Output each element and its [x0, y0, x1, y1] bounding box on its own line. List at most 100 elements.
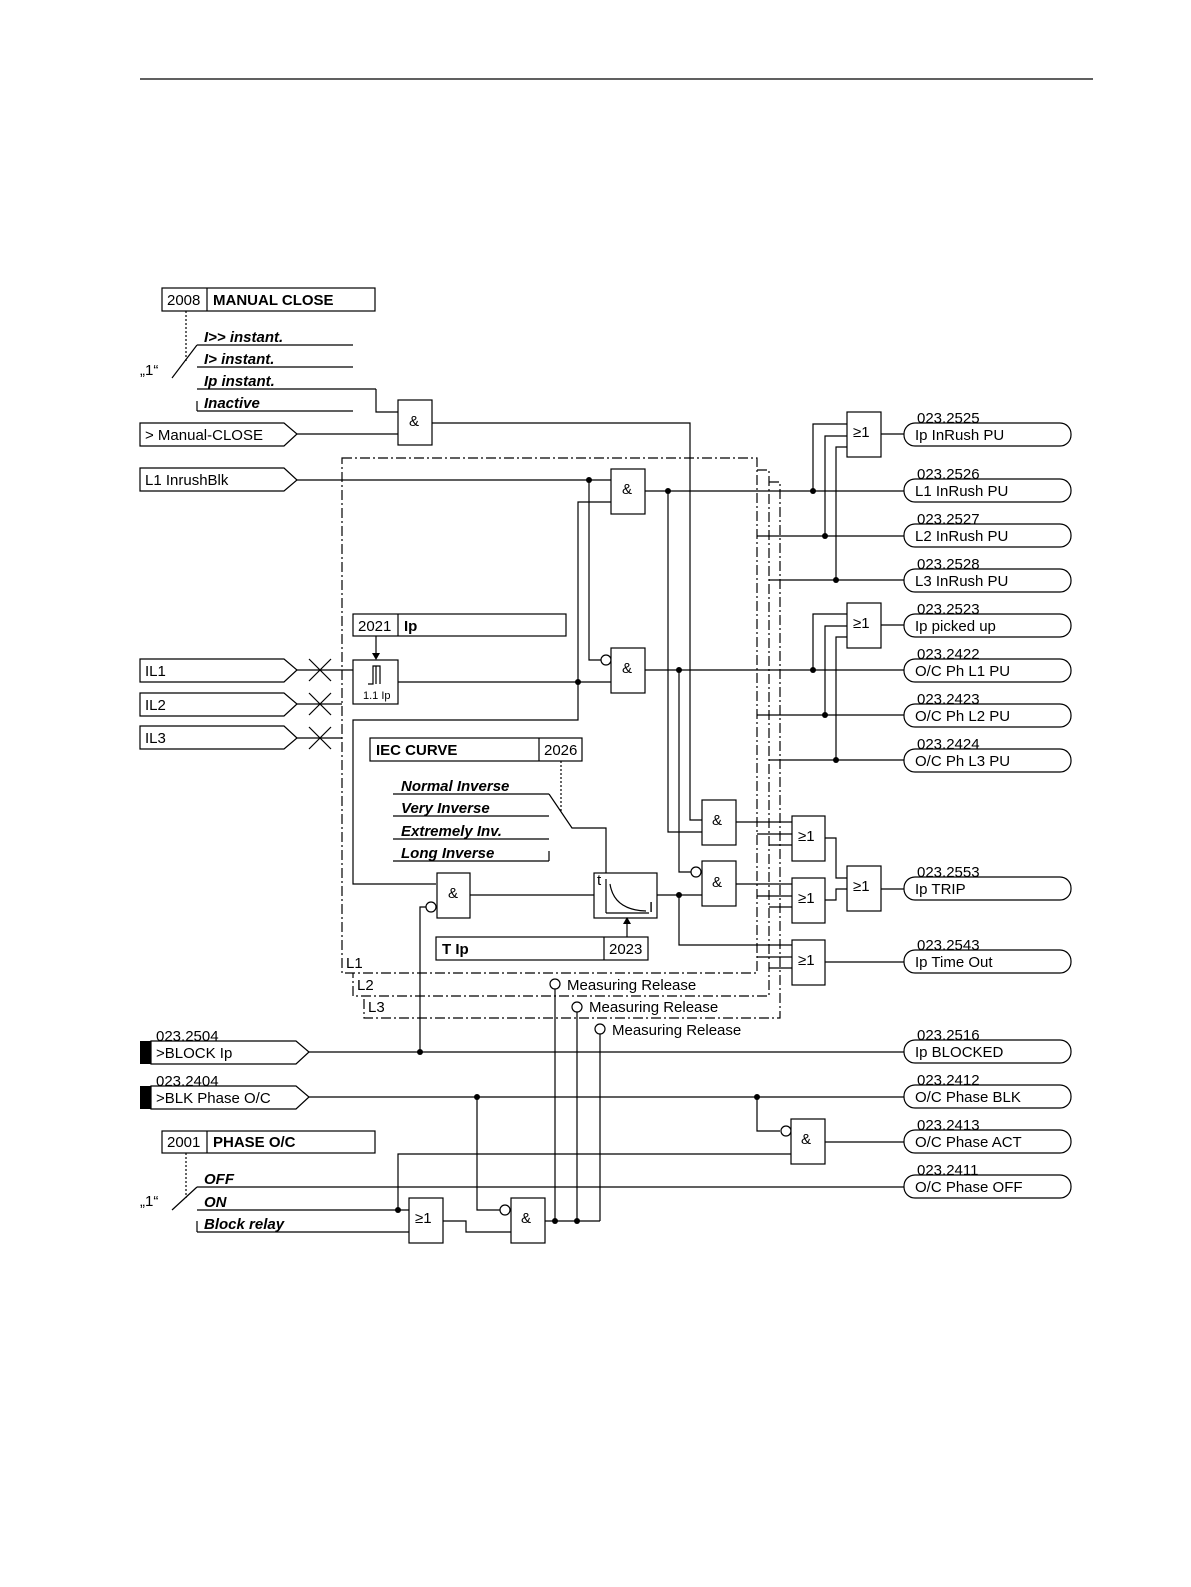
output-l3-inrush-pu: 023.2528 L3 InRush PU — [903, 556, 1072, 593]
svg-text:&: & — [712, 874, 722, 891]
svg-text:I: I — [649, 899, 653, 916]
svg-text:O/C Ph L2 PU: O/C Ph L2 PU — [915, 708, 1010, 725]
svg-text:L1 InrushBlk: L1 InrushBlk — [145, 472, 229, 489]
svg-text:L1 InRush PU: L1 InRush PU — [915, 483, 1008, 500]
input-blk-phase: >BLK Phase O/C — [140, 1085, 310, 1110]
default-marker: „1“ — [140, 362, 158, 379]
curve-option-1: Normal Inverse — [401, 778, 509, 795]
svg-text:>BLK Phase O/C: >BLK Phase O/C — [156, 1090, 271, 1107]
phase-option-off: OFF — [204, 1171, 235, 1188]
svg-text:≥1: ≥1 — [415, 1210, 432, 1227]
setting-manual-close: 2008 MANUAL CLOSE „1“ I>> instant. I> in… — [140, 287, 376, 412]
phase-label-l1: L1 — [346, 955, 363, 972]
setting-ip: 2021 Ip — [352, 613, 567, 637]
svg-text:O/C Phase BLK: O/C Phase BLK — [915, 1089, 1021, 1106]
svg-text:2021: 2021 — [358, 618, 391, 635]
svg-text:&: & — [622, 660, 632, 677]
option-1: I>> instant. — [204, 329, 283, 346]
output-ip-blocked: 023.2516 Ip BLOCKED — [903, 1027, 1072, 1064]
svg-text:„1“: „1“ — [140, 1193, 158, 1210]
svg-text:&: & — [712, 812, 722, 829]
or-gate-picked-up: ≥1 — [846, 602, 882, 649]
and-gate-phase-act: & — [790, 1118, 826, 1165]
svg-text:Ip TRIP: Ip TRIP — [915, 881, 966, 898]
svg-text:≥1: ≥1 — [853, 424, 870, 441]
phase-label-l2: L2 — [357, 977, 374, 994]
svg-text:Ip Time Out: Ip Time Out — [915, 954, 993, 971]
svg-text:L3 InRush PU: L3 InRush PU — [915, 573, 1008, 590]
svg-text:≥1: ≥1 — [853, 615, 870, 632]
phase-label-l3: L3 — [368, 999, 385, 1016]
option-3: Ip instant. — [204, 373, 275, 390]
svg-text:>BLOCK Ip: >BLOCK Ip — [156, 1045, 232, 1062]
option-4: Inactive — [204, 395, 260, 412]
svg-text:O/C Ph L3 PU: O/C Ph L3 PU — [915, 753, 1010, 770]
output-ip-trip: 023.2553 Ip TRIP — [903, 864, 1072, 901]
svg-text:PHASE O/C: PHASE O/C — [213, 1134, 296, 1151]
or-gate-trip-b: ≥1 — [791, 877, 826, 924]
cross-marks — [308, 658, 332, 750]
svg-text:1.1 Ip: 1.1 Ip — [363, 690, 391, 702]
svg-text:Ip InRush PU: Ip InRush PU — [915, 427, 1004, 444]
svg-text:2023: 2023 — [609, 941, 642, 958]
svg-text:IL3: IL3 — [145, 730, 166, 747]
svg-text:T Ip: T Ip — [442, 941, 469, 958]
threshold-element: 1.1 Ip — [352, 659, 399, 705]
output-oc-ph-l2-pu: 023.2423 O/C Ph L2 PU — [903, 691, 1072, 728]
svg-text:≥1: ≥1 — [798, 952, 815, 969]
output-oc-phase-act: 023.2413 O/C Phase ACT — [903, 1117, 1072, 1154]
and-gate-pickup: & — [610, 647, 646, 694]
svg-text:O/C Phase OFF: O/C Phase OFF — [915, 1179, 1023, 1196]
setting-number: 2008 — [167, 292, 200, 309]
and-gate-inrush: & — [610, 468, 646, 515]
frame-l3 — [363, 481, 781, 1019]
and-gate-trip-1: & — [701, 799, 737, 846]
output-oc-ph-l3-pu: 023.2424 O/C Ph L3 PU — [903, 736, 1072, 773]
svg-text:2001: 2001 — [167, 1134, 200, 1151]
option-2: I> instant. — [204, 351, 274, 368]
svg-text:IL1: IL1 — [145, 663, 166, 680]
frame-l2 — [352, 469, 770, 997]
measuring-release-l3: Measuring Release — [594, 1022, 741, 1039]
svg-text:> Manual-CLOSE: > Manual-CLOSE — [145, 427, 263, 444]
measuring-release-l2: Measuring Release — [571, 999, 718, 1016]
setting-t-ip: T Ip 2023 — [435, 936, 649, 961]
output-l2-inrush-pu: 023.2527 L2 InRush PU — [903, 511, 1072, 548]
setting-phase-oc: 2001 PHASE O/C „1“ OFF ON Block relay — [140, 1130, 904, 1233]
svg-text:IL2: IL2 — [145, 697, 166, 714]
svg-text:L2 InRush PU: L2 InRush PU — [915, 528, 1008, 545]
and-gate-manual-close: & — [397, 399, 433, 446]
input-l1-inrush: L1 InrushBlk — [139, 467, 298, 492]
svg-text:2026: 2026 — [544, 742, 577, 759]
output-oc-phase-blk: 023.2412 O/C Phase BLK — [903, 1072, 1072, 1109]
output-ip-time-out: 023.2543 Ip Time Out — [903, 937, 1072, 974]
svg-text:≥1: ≥1 — [853, 878, 870, 895]
svg-text:Measuring Release: Measuring Release — [612, 1022, 741, 1039]
input-il1: IL1 — [139, 658, 298, 683]
setting-name: MANUAL CLOSE — [213, 292, 334, 309]
phase-option-block: Block relay — [204, 1216, 285, 1233]
or-gate-ip-trip: ≥1 — [846, 865, 882, 912]
or-gate-timeout: ≥1 — [791, 939, 826, 986]
curve-option-2: Very Inverse — [401, 800, 490, 817]
output-l1-inrush-pu: 023.2526 L1 InRush PU — [903, 466, 1072, 503]
svg-text:IEC CURVE: IEC CURVE — [376, 742, 457, 759]
svg-text:O/C Phase ACT: O/C Phase ACT — [915, 1134, 1022, 1151]
and-gate-curve: & — [436, 872, 471, 919]
svg-text:&: & — [409, 413, 419, 430]
curve-option-4: Long Inverse — [401, 845, 494, 862]
svg-text:Ip BLOCKED: Ip BLOCKED — [915, 1044, 1004, 1061]
curve-option-3: Extremely Inv. — [401, 823, 502, 840]
measuring-release-l1: Measuring Release — [549, 977, 696, 994]
output-ip-inrush-pu: 023.2525 Ip InRush PU — [903, 410, 1072, 447]
setting-iec-curve: IEC CURVE 2026 Normal Inverse Very Inver… — [369, 737, 607, 873]
or-gate-inrush-pu: ≥1 — [846, 411, 882, 458]
input-il2: IL2 — [139, 692, 298, 717]
output-oc-ph-l1-pu: 023.2422 O/C Ph L1 PU — [903, 646, 1072, 683]
svg-text:t: t — [597, 872, 602, 889]
output-oc-phase-off: 023.2411 O/C Phase OFF — [903, 1162, 1072, 1199]
svg-text:&: & — [801, 1131, 811, 1148]
and-gate-release: & — [510, 1197, 546, 1244]
inverse-time-element: t I — [593, 872, 658, 919]
